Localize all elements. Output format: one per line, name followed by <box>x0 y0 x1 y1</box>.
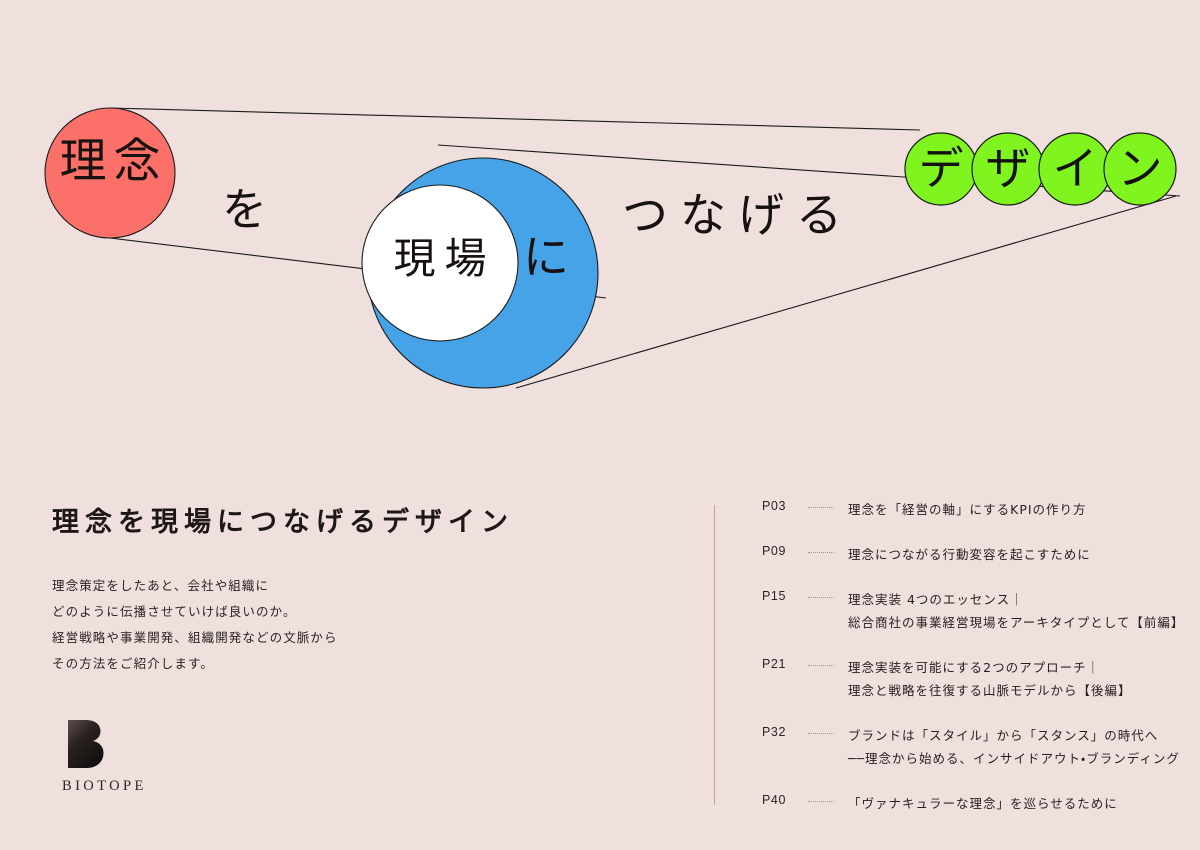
green-circle-2 <box>971 132 1045 206</box>
toc-entry[interactable]: P21 理念実装を可能にする2つのアプローチ｜ 理念と戦略を往復する山脈モデルか… <box>762 656 1182 702</box>
table-of-contents: P03 理念を「経営の軸」にするKPIの作り方 P09 理念につながる行動変容を… <box>762 498 1185 837</box>
toc-entry-title: 理念実装を可能にする2つのアプローチ｜ 理念と戦略を往復する山脈モデルから【後編… <box>848 656 1182 702</box>
toc-leader-line <box>808 801 834 802</box>
toc-page-number: P32 <box>762 725 787 739</box>
toc-title-line-1: 理念実装を可能にする2つのアプローチ｜ <box>848 660 1101 675</box>
green-circle-3 <box>1038 132 1112 206</box>
toc-entry[interactable]: P09 理念につながる行動変容を起こすために <box>762 543 1182 566</box>
lede-line: どのように伝播させていけば良いのか。 <box>52 604 297 619</box>
toc-title-line-2: 理念と戦略を往復する山脈モデルから【後編】 <box>848 683 1132 698</box>
lede-paragraph: 理念策定をしたあと、会社や組織に どのように伝播させていけば良いのか。 経営戦略… <box>52 573 672 677</box>
toc-leader-line <box>808 665 834 666</box>
left-column: 理念を現場につなげるデザイン 理念策定をしたあと、会社や組織に どのように伝播さ… <box>52 470 672 794</box>
toc-entry[interactable]: P03 理念を「経営の軸」にするKPIの作り方 <box>762 498 1182 521</box>
red-circle <box>44 107 176 239</box>
toc-page-number: P03 <box>762 499 787 513</box>
toc-title-line-1: 理念を「経営の軸」にするKPIの作り方 <box>848 502 1087 517</box>
toc-page-number: P21 <box>762 657 787 671</box>
cone-diagram-svg <box>44 107 1181 389</box>
toc-title-line-1: 理念につながる行動変容を起こすために <box>848 547 1091 562</box>
toc-title-line-1: 「ヴァナキュラーな理念」を巡らせるために <box>848 796 1118 811</box>
lede-line: 理念策定をしたあと、会社や組織に <box>52 578 270 593</box>
toc-page-number: P40 <box>762 793 787 807</box>
page-title: 理念を現場につなげるデザイン <box>52 507 514 538</box>
toc-entry-title: 「ヴァナキュラーな理念」を巡らせるために <box>848 792 1182 815</box>
lede-line: その方法をご紹介します。 <box>52 656 214 671</box>
lower-section: 理念を現場につなげるデザイン 理念策定をしたあと、会社や組織に どのように伝播さ… <box>0 470 1200 850</box>
toc-entry[interactable]: P40 「ヴァナキュラーな理念」を巡らせるために <box>762 792 1182 815</box>
toc-leader-line <box>808 507 834 508</box>
toc-leader-line <box>808 552 834 553</box>
toc-title-line-1: ブランドは「スタイル」から「スタンス」の時代へ <box>848 728 1159 743</box>
toc-leader-line <box>808 733 834 734</box>
toc-entry-title: 理念実装 4つのエッセンス｜ 総合商社の事業経営現場をアーキタイプとして【前編】 <box>848 588 1185 634</box>
hero-diagram: 理念 を 現場 に つなげる デ ザ イ ン <box>44 107 1181 389</box>
toc-entry-title: ブランドは「スタイル」から「スタンス」の時代へ ──理念から始める、インサイドア… <box>848 724 1182 770</box>
toc-title-line-1: 理念実装 4つのエッセンス｜ <box>848 592 1024 607</box>
toc-title-line-2: 総合商社の事業経営現場をアーキタイプとして【前編】 <box>848 615 1185 630</box>
toc-entry-title: 理念を「経営の軸」にするKPIの作り方 <box>848 498 1182 521</box>
toc-entry[interactable]: P15 理念実装 4つのエッセンス｜ 総合商社の事業経営現場をアーキタイプとして… <box>762 588 1185 634</box>
cone-line-top <box>109 107 921 131</box>
biotope-b-mark-icon <box>68 720 104 768</box>
green-circle-1 <box>904 132 978 206</box>
column-divider <box>714 505 715 805</box>
inner-white-circle <box>361 184 519 342</box>
toc-title-line-2: ──理念から始める、インサイドアウト・ブランディング <box>848 751 1180 766</box>
biotope-logo: BIOTOPE <box>62 718 232 795</box>
cone-line-lower-outer <box>515 195 1177 389</box>
toc-entry[interactable]: P32 ブランドは「スタイル」から「スタンス」の時代へ ──理念から始める、イン… <box>762 724 1182 770</box>
toc-page-number: P09 <box>762 544 787 558</box>
toc-page-number: P15 <box>762 589 787 603</box>
toc-leader-line <box>808 597 834 598</box>
biotope-wordmark: BIOTOPE <box>62 778 147 794</box>
toc-entry-title: 理念につながる行動変容を起こすために <box>848 543 1182 566</box>
green-circle-4 <box>1103 132 1177 206</box>
lede-line: 経営戦略や事業開発、組織開発などの文脈から <box>52 630 338 645</box>
